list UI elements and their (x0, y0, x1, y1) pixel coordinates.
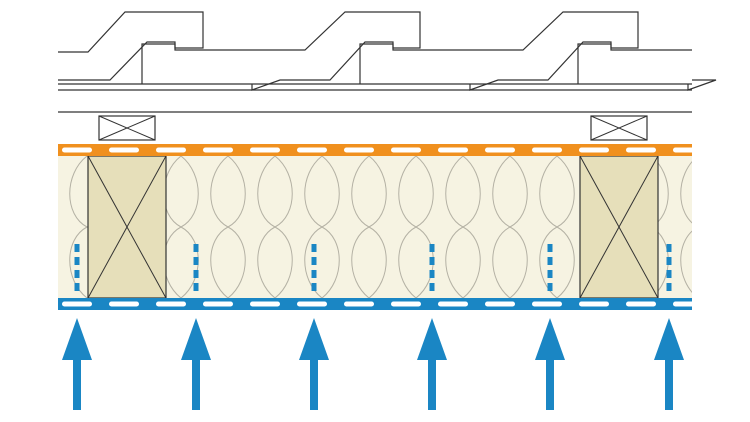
membrane-dash (673, 147, 703, 153)
insulation-loop (23, 156, 58, 298)
diffusion-dash (666, 244, 672, 252)
inner-vapour-control-layer (58, 298, 703, 310)
airflow-arrows (62, 318, 684, 410)
diffusion-dash (311, 244, 317, 252)
diffusion-dash (193, 283, 199, 291)
diffusion-dash (547, 244, 553, 252)
roof-tile-row-middle (141, 11, 421, 91)
insulation-loop (257, 156, 293, 298)
membrane-dash (297, 147, 327, 153)
membrane-dash (579, 147, 609, 153)
roof-tile-row-lower (359, 11, 639, 91)
rafter-right (579, 155, 659, 299)
membrane-dash (250, 147, 280, 153)
up-arrow-icon (654, 318, 684, 410)
diffusion-dash (666, 283, 672, 291)
membrane-dash (579, 301, 609, 307)
insulation-loop (539, 156, 575, 298)
outer-membrane (58, 144, 703, 156)
membrane-dash (626, 147, 656, 153)
diffusion-dash (429, 244, 435, 252)
insulation-loop (680, 230, 692, 293)
insulation-loop (23, 156, 58, 298)
diffusion-markers (74, 244, 672, 291)
roof-tiles (58, 11, 717, 91)
membrane-dash (250, 301, 280, 307)
counter-batten-left (98, 115, 156, 141)
diffusion-dash (193, 270, 199, 278)
membrane-dash (109, 147, 139, 153)
up-arrow-icon (181, 318, 211, 410)
diffusion-dash (311, 283, 317, 291)
diffusion-dash (74, 257, 80, 265)
up-arrow-icon (299, 318, 329, 410)
insulation-loop (304, 156, 340, 298)
membrane-dash (297, 301, 327, 307)
insulation-loop (351, 156, 387, 298)
rafters (87, 155, 659, 299)
membrane-dash (532, 147, 562, 153)
insulation-loop (398, 156, 434, 298)
roof-tile-row-right (577, 43, 717, 91)
diffusion-dash (666, 257, 672, 265)
membrane-dash (109, 301, 139, 307)
membrane-dash (344, 147, 374, 153)
diffusion-dash (74, 270, 80, 278)
diffusion-dash (547, 257, 553, 265)
diffusion-dash (193, 244, 199, 252)
membrane-dash (626, 301, 656, 307)
diffusion-dash (547, 283, 553, 291)
insulation-loop (492, 156, 528, 298)
up-arrow-icon (62, 318, 92, 410)
membrane-dash (673, 301, 703, 307)
membrane-dash (344, 301, 374, 307)
membrane-dash (62, 301, 92, 307)
diffusion-dash (429, 257, 435, 265)
insulation-loop (680, 161, 692, 224)
insulation-loop (210, 156, 246, 298)
up-arrow-icon (417, 318, 447, 410)
diffusion-dash (74, 283, 80, 291)
membrane-dash (532, 301, 562, 307)
counter-battens (98, 115, 648, 141)
diffusion-dash (193, 257, 199, 265)
diffusion-dash (74, 244, 80, 252)
membrane-dash (391, 301, 421, 307)
membrane-dash (391, 147, 421, 153)
membrane-dash (438, 147, 468, 153)
membrane-dash (203, 301, 233, 307)
membrane-dash (203, 147, 233, 153)
membrane-dash (485, 301, 515, 307)
membrane-dash (62, 147, 92, 153)
insulation-loop (445, 156, 481, 298)
roof-tile-row-upper (58, 11, 204, 81)
membrane-dash (438, 301, 468, 307)
diffusion-dash (311, 270, 317, 278)
diffusion-dash (311, 257, 317, 265)
diffusion-dash (429, 283, 435, 291)
diffusion-dash (547, 270, 553, 278)
membrane-dash (485, 147, 515, 153)
membrane-dash (156, 301, 186, 307)
membrane-dash (156, 147, 186, 153)
up-arrow-icon (535, 318, 565, 410)
counter-batten-right (590, 115, 648, 141)
rafter-left (87, 155, 167, 299)
diffusion-dash (429, 270, 435, 278)
diffusion-dash (666, 270, 672, 278)
